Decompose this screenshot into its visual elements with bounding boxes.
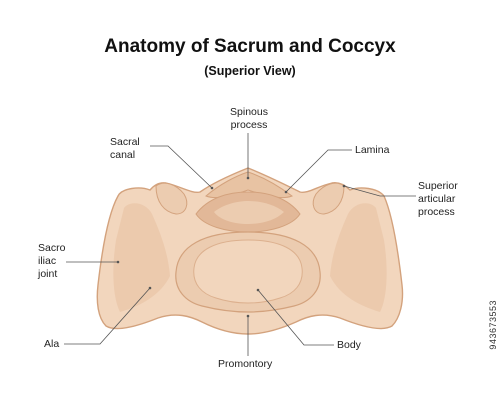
label-superior-articular-process: Superior articular process [418, 180, 458, 218]
dot-sacro-iliac-joint [116, 260, 120, 264]
diagram-subtitle: (Superior View) [204, 64, 296, 78]
left-superior-articular-process [155, 182, 188, 215]
label-promontory: Promontory [218, 358, 273, 370]
dot-body [256, 288, 260, 292]
label-ala: Ala [44, 338, 60, 350]
dot-promontory [246, 314, 250, 318]
sacral-canal-inner [214, 201, 284, 224]
label-body: Body [337, 339, 361, 351]
leader-dots [116, 176, 346, 318]
label-sacral-canal: Sacral canal [110, 136, 140, 161]
leader-body [257, 289, 334, 346]
leader-sacral-canal [150, 145, 213, 189]
label-lamina: Lamina [355, 144, 390, 156]
dot-spinous-process [246, 176, 250, 180]
label-sacro-iliac-joint: Sacro iliac joint [38, 242, 66, 280]
left-ala-shading [113, 203, 170, 312]
right-superior-articular-process [312, 182, 345, 215]
dot-ala [148, 286, 152, 290]
diagram-title: Anatomy of Sacrum and Coccyx [104, 36, 396, 57]
sacral-body-inner [193, 239, 303, 304]
leader-ala [64, 287, 151, 345]
leader-superior-articular-process [343, 185, 416, 197]
leader-lines [64, 133, 416, 356]
dot-superior-articular-process [342, 184, 346, 188]
leader-lamina [285, 149, 352, 193]
right-ala-shading [330, 203, 387, 312]
watermark-id: 943673553 [488, 300, 498, 350]
dot-sacral-canal [210, 186, 214, 190]
label-spinous-process: Spinous process [230, 106, 268, 131]
dot-lamina [284, 190, 288, 194]
